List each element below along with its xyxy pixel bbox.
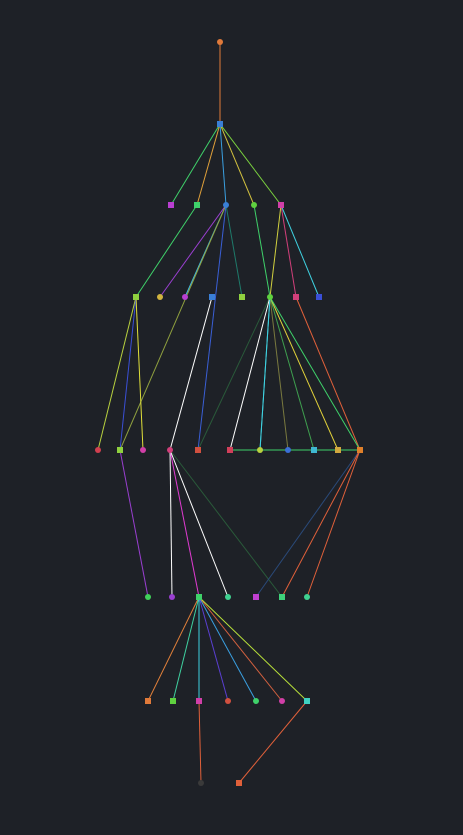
edge-n17-n27	[169, 449, 200, 598]
graph-node-n16[interactable]	[140, 447, 146, 453]
edge-n1-n2	[170, 123, 221, 206]
edge-n1-n6	[219, 123, 282, 206]
graph-node-n21[interactable]	[285, 447, 291, 453]
graph-node-n40[interactable]	[236, 780, 242, 786]
graph-node-n1[interactable]	[217, 121, 223, 127]
graph-node-n8[interactable]	[157, 294, 163, 300]
nodes-layer	[95, 39, 363, 786]
edge-n24-n29	[255, 449, 361, 598]
edge-n1-n3	[196, 123, 221, 206]
graph-node-n4[interactable]	[223, 202, 229, 208]
graph-node-n19x[interactable]	[227, 447, 233, 453]
graph-node-n37[interactable]	[279, 698, 285, 704]
edge-n19b-n24	[269, 296, 361, 451]
edge-n38-n40	[238, 700, 308, 784]
graph-node-n22[interactable]	[311, 447, 317, 453]
graph-node-n25[interactable]	[145, 594, 151, 600]
edge-n6-n12	[280, 204, 297, 298]
graph-node-n30[interactable]	[279, 594, 285, 600]
edge-n27-n36	[198, 596, 257, 702]
graph-node-n12[interactable]	[293, 294, 299, 300]
graph-node-n39[interactable]	[198, 780, 204, 786]
graph-node-n27[interactable]	[196, 594, 202, 600]
graph-node-n28[interactable]	[225, 594, 231, 600]
edge-n34-n39	[198, 700, 202, 784]
edge-n19-n23	[269, 296, 339, 451]
edge-n6-n19	[269, 204, 282, 298]
edge-n19-n19x	[229, 296, 271, 451]
edge-n6-n13	[280, 204, 320, 298]
graph-node-n15[interactable]	[117, 447, 123, 453]
edge-n27-n32	[147, 596, 200, 702]
edge-n17-n28	[169, 449, 229, 598]
graph-node-n36[interactable]	[253, 698, 259, 704]
graph-node-n5[interactable]	[251, 202, 257, 208]
edge-n27-n33	[172, 596, 200, 702]
graph-node-n26[interactable]	[169, 594, 175, 600]
edge-n1-n5	[219, 123, 255, 206]
graph-node-n9[interactable]	[182, 294, 188, 300]
graph-node-n34[interactable]	[196, 698, 202, 704]
graph-node-n14[interactable]	[95, 447, 101, 453]
graph-node-n11[interactable]	[239, 294, 245, 300]
edge-n27-n37	[198, 596, 283, 702]
edge-n4-n11	[225, 204, 243, 298]
graph-node-n29[interactable]	[253, 594, 259, 600]
edge-n1-n4	[219, 123, 227, 206]
edge-n4-n18	[197, 204, 227, 451]
edge-n12-n24	[295, 296, 361, 451]
edge-n5-n19	[253, 204, 271, 298]
graph-node-n3[interactable]	[194, 202, 200, 208]
graph-node-n10[interactable]	[209, 294, 215, 300]
edge-n7-n14	[97, 296, 137, 451]
graph-node-n23[interactable]	[335, 447, 341, 453]
graph-node-n17[interactable]	[167, 447, 173, 453]
graph-node-n32[interactable]	[145, 698, 151, 704]
graph-node-n6[interactable]	[278, 202, 284, 208]
graph-node-n31[interactable]	[304, 594, 310, 600]
graph-node-n33[interactable]	[170, 698, 176, 704]
edge-n17-n30	[169, 449, 283, 598]
graph-node-n38[interactable]	[304, 698, 310, 704]
edge-n10-n17	[169, 296, 213, 451]
edge-n19-n22	[269, 296, 315, 451]
edge-n4-n15	[119, 204, 227, 451]
edge-n19-n20	[259, 296, 271, 451]
edge-n19-n18	[197, 296, 271, 451]
graph-node-n13[interactable]	[316, 294, 322, 300]
edge-n27-n35	[198, 596, 229, 702]
edge-n7-n16	[135, 296, 144, 451]
graph-node-n20[interactable]	[257, 447, 263, 453]
graph-node-n19[interactable]	[267, 294, 273, 300]
edge-n17-n26	[169, 449, 173, 598]
edge-n27-n38	[198, 596, 308, 702]
graph-node-n7[interactable]	[133, 294, 139, 300]
edge-n19-n21	[269, 296, 289, 451]
graph-node-n0[interactable]	[217, 39, 223, 45]
graph-node-n24[interactable]	[357, 447, 363, 453]
graph-node-n18[interactable]	[195, 447, 201, 453]
edge-n4-n8	[159, 204, 227, 298]
graph-node-n35[interactable]	[225, 698, 231, 704]
edge-n15-n25	[119, 449, 149, 598]
graph-node-n2[interactable]	[168, 202, 174, 208]
edge-n24-n31	[306, 449, 361, 598]
edges-layer	[97, 42, 361, 784]
edge-n3-n7	[135, 204, 198, 298]
edge-n24-n30	[281, 449, 361, 598]
edge-n7-n15	[119, 296, 137, 451]
